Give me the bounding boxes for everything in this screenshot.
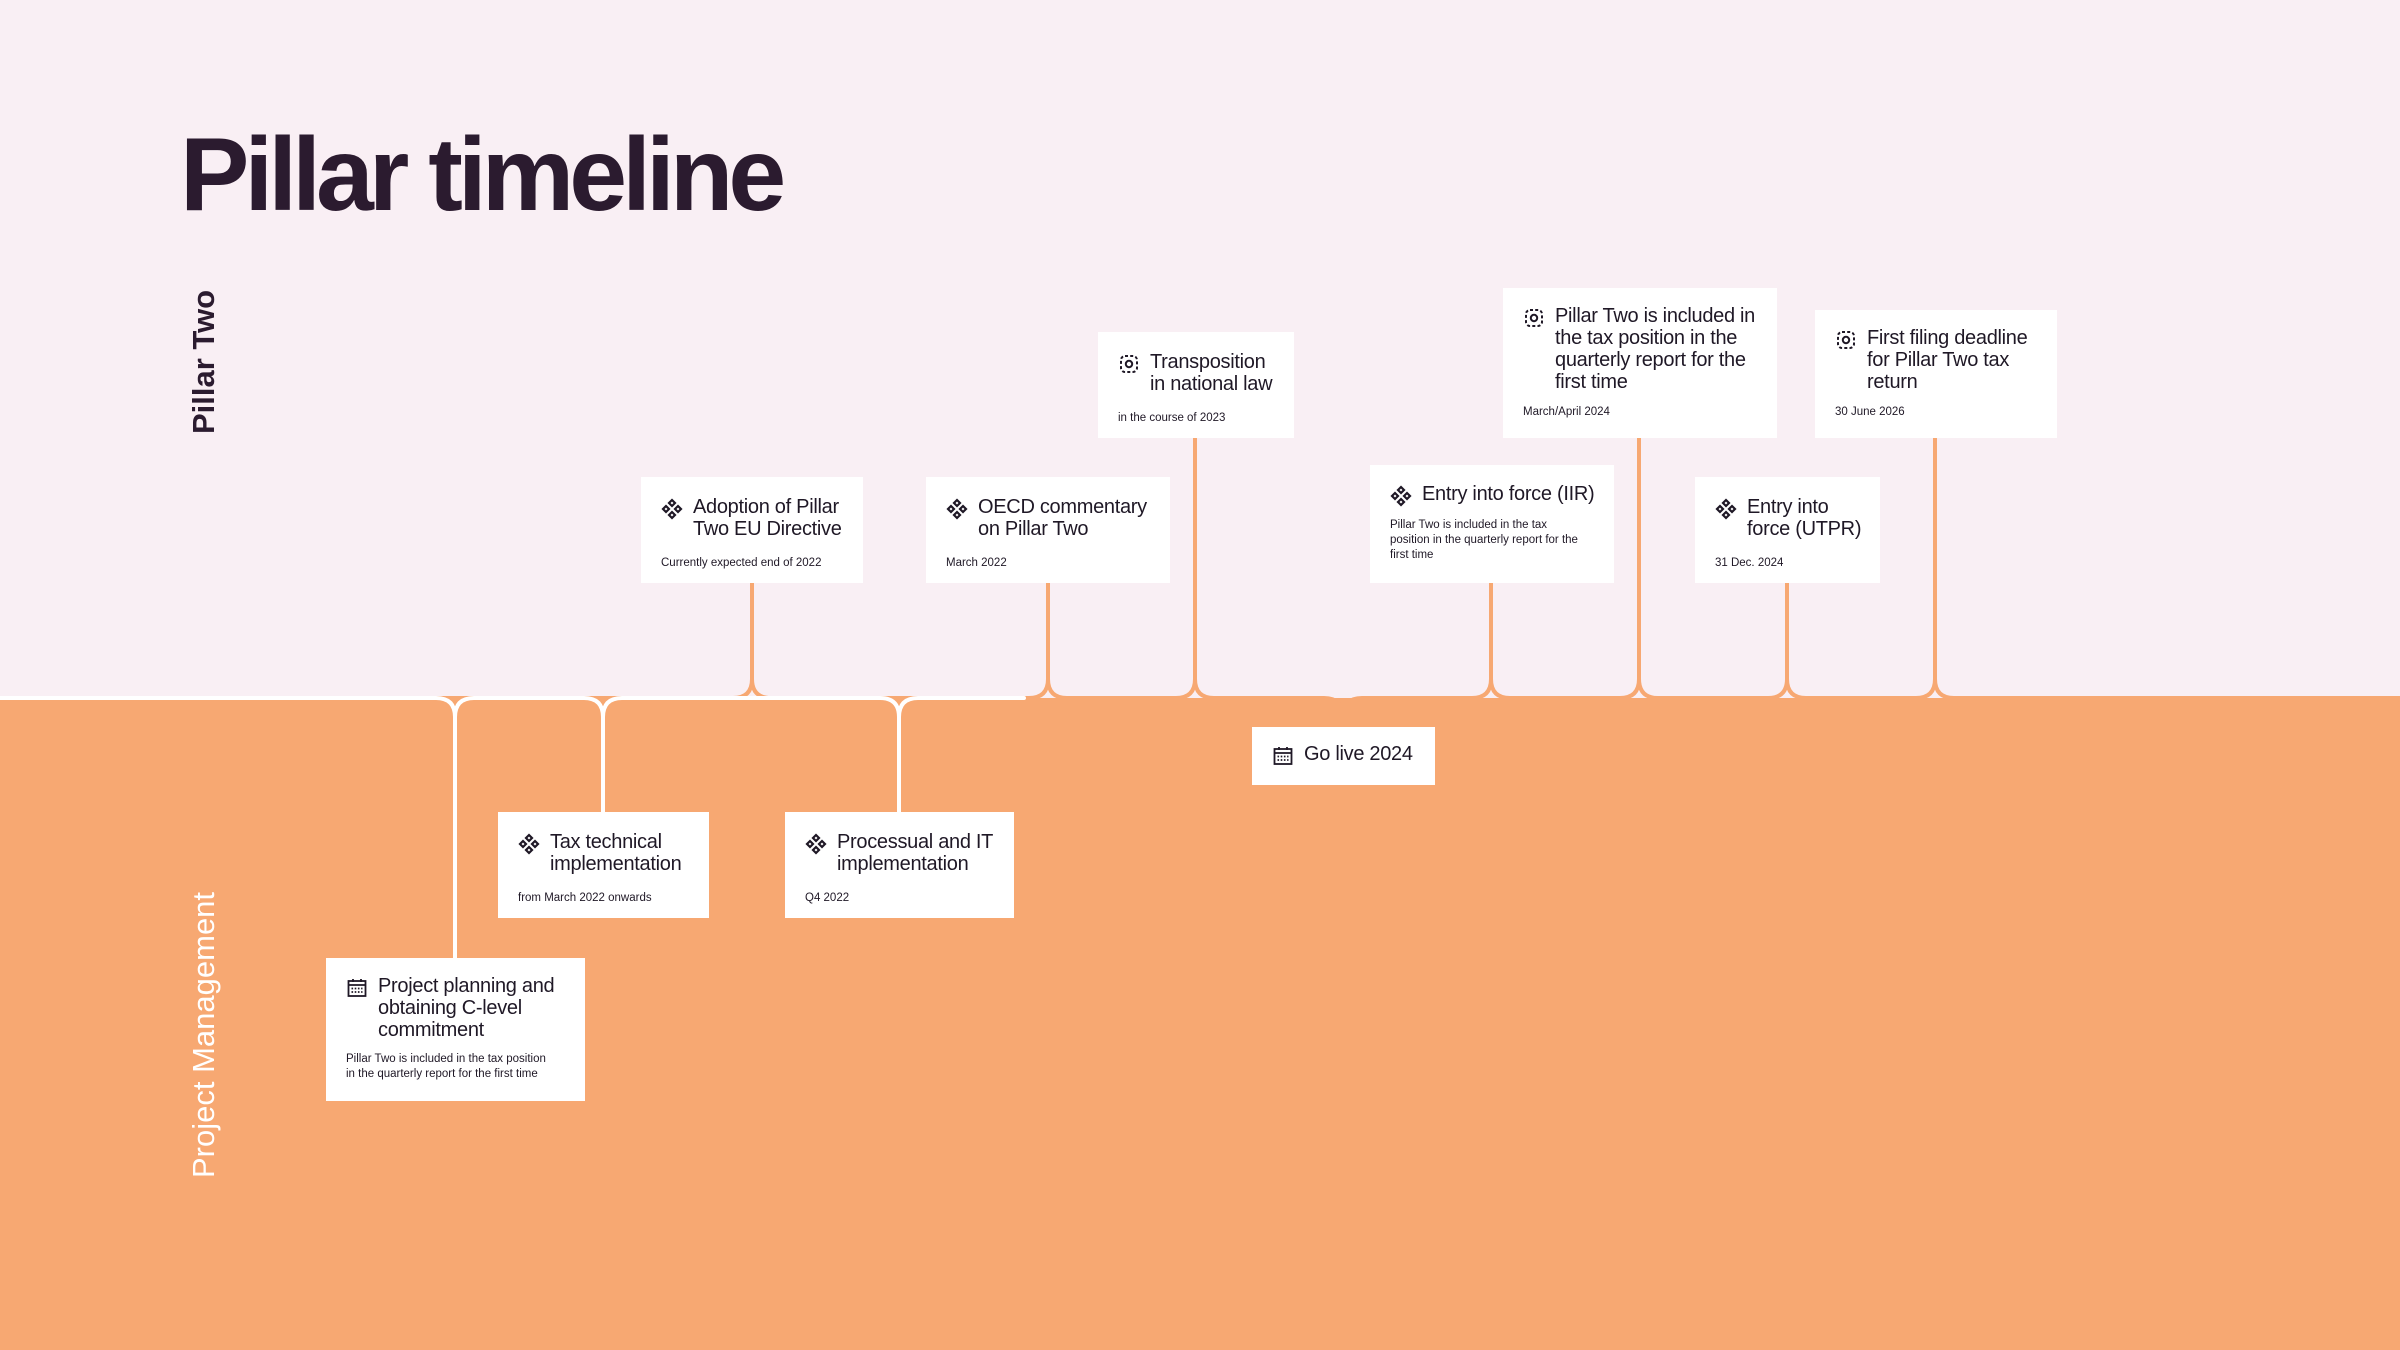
card-adoption-eu-directive: Adoption of Pillar Two EU Directive Curr… — [641, 477, 863, 583]
card-title-line: first time — [1555, 371, 1628, 393]
calendar-icon — [346, 977, 368, 999]
card-date: March/April 2024 — [1523, 406, 1610, 418]
gear-icon — [1118, 353, 1140, 375]
card-title-line: commitment — [378, 1019, 484, 1041]
gear-icon — [1835, 329, 1857, 351]
card-entry-into-force-iir: Entry into force (IIR) Pillar Two is inc… — [1370, 465, 1614, 583]
card-title-line: First filing deadline — [1867, 327, 2028, 349]
diamond-cross-icon — [946, 498, 968, 520]
card-date: Q4 2022 — [805, 892, 850, 904]
gear-icon — [1523, 307, 1545, 329]
card-go-live-2024: Go live 2024 — [1252, 727, 1435, 785]
card-title-line: force (UTPR) — [1747, 518, 1862, 540]
card-note-line: first time — [1390, 549, 1434, 561]
card-title-line: Go live 2024 — [1304, 743, 1413, 765]
section-label-project-management: Project Management — [186, 891, 221, 1178]
card-title-line: Project planning and — [378, 975, 555, 997]
card-processual-it-implementation: Processual and IT implementation Q4 2022 — [785, 812, 1014, 918]
card-title-line: in national law — [1150, 373, 1273, 395]
card-title-line: Transposition — [1150, 351, 1266, 373]
card-note-line: Pillar Two is included in the tax positi… — [346, 1053, 546, 1065]
card-note: Pillar Two is included in the tax positi… — [1390, 518, 1600, 563]
calendar-icon — [1272, 745, 1294, 767]
card-title-line: Processual and IT — [837, 831, 994, 853]
card-title-line: implementation — [837, 853, 969, 875]
card-title-line: on Pillar Two — [978, 518, 1089, 540]
card-title-line: for Pillar Two tax — [1867, 349, 2010, 371]
card-title-line: return — [1867, 371, 1918, 393]
card-title-line: quarterly report for the — [1555, 349, 1746, 371]
section-label-pillar-two: Pillar Two — [186, 289, 221, 434]
card-note: Pillar Two is included in the tax positi… — [346, 1052, 571, 1082]
page-title: Pillar timeline — [180, 117, 786, 233]
card-entry-into-force-utpr: Entry into force (UTPR) 31 Dec. 2024 — [1695, 477, 1880, 583]
card-date: in the course of 2023 — [1118, 412, 1226, 424]
card-date: from March 2022 onwards — [518, 892, 652, 904]
diamond-cross-icon — [1715, 498, 1737, 520]
card-title-line: Two EU Directive — [693, 518, 842, 540]
card-transposition: Transposition in national law in the cou… — [1098, 332, 1294, 438]
diamond-cross-icon — [805, 833, 827, 855]
card-oecd-commentary: OECD commentary on Pillar Two March 2022 — [926, 477, 1170, 583]
card-tax-technical-implementation: Tax technical implementation from March … — [498, 812, 709, 918]
card-title-line: implementation — [550, 853, 682, 875]
card-note-line: in the quarterly report for the first ti… — [346, 1068, 538, 1080]
card-pillar-two-tax-position: Pillar Two is included in the tax positi… — [1503, 288, 1777, 438]
card-title-line: Pillar Two is included in — [1555, 305, 1756, 327]
card-project-planning: Project planning and obtaining C-level c… — [326, 958, 585, 1101]
card-title-line: Entry into force (IIR) — [1422, 483, 1595, 505]
card-date: Currently expected end of 2022 — [661, 557, 822, 569]
card-first-filing-deadline: First filing deadline for Pillar Two tax… — [1815, 310, 2057, 438]
card-note-line: position in the quarterly report for the — [1390, 534, 1578, 546]
card-title-line: Adoption of Pillar — [693, 496, 839, 518]
card-title-line: OECD commentary — [978, 496, 1147, 518]
card-date: March 2022 — [946, 557, 1007, 569]
card-title-line: Entry into — [1747, 496, 1829, 518]
card-note-line: Pillar Two is included in the tax — [1390, 519, 1548, 531]
card-title-line: Tax technical — [550, 831, 662, 853]
card-date: 31 Dec. 2024 — [1715, 557, 1784, 569]
diamond-cross-icon — [518, 833, 540, 855]
diamond-cross-icon — [1390, 485, 1412, 507]
card-title-line: obtaining C-level — [378, 997, 522, 1019]
card-date: 30 June 2026 — [1835, 406, 1905, 418]
card-title-line: the tax position in the — [1555, 327, 1738, 349]
diamond-cross-icon — [661, 498, 683, 520]
